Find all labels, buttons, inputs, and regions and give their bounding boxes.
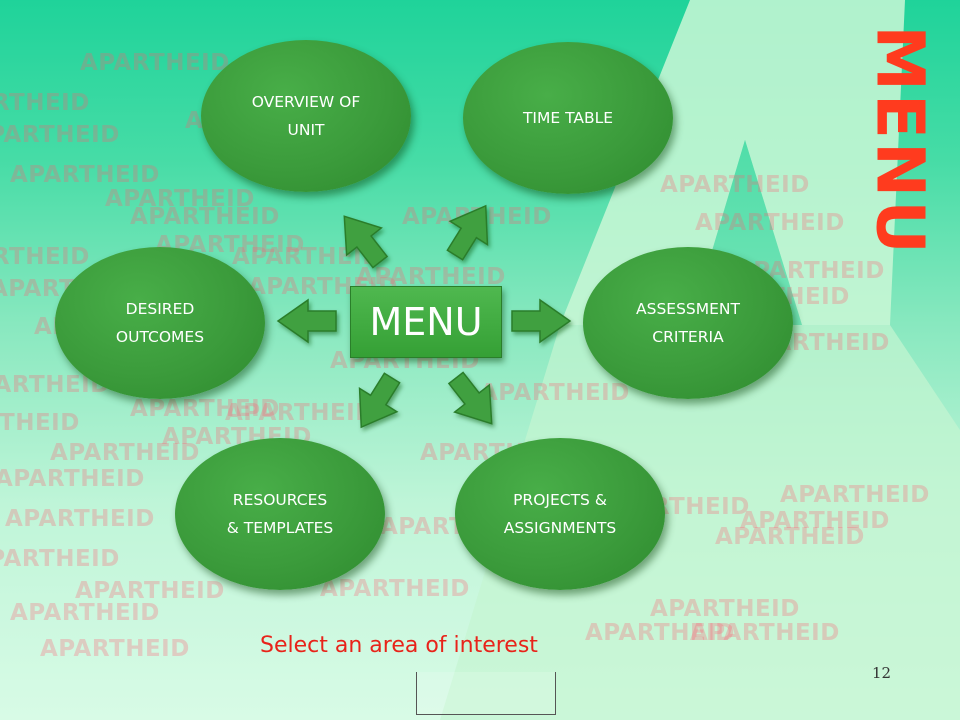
watermark: APARTHEID: [0, 466, 145, 492]
watermark: APARTHEID: [480, 380, 630, 406]
resources-templates-button[interactable]: RESOURCES & TEMPLATES: [175, 438, 385, 590]
arrow-to-assessment: [511, 298, 572, 344]
projects-assignments-label: PROJECTS & ASSIGNMENTS: [503, 491, 617, 537]
assessment-criteria-label: ASSESSMENT CRITERIA: [636, 300, 740, 346]
arrow-to-desired: [276, 298, 337, 344]
watermark: APARTHEID: [0, 90, 90, 116]
watermark: APARTHEID: [780, 482, 930, 508]
watermark: APARTHEID: [130, 204, 280, 230]
watermark: APARTHEID: [5, 506, 155, 532]
watermark: APARTHEID: [695, 210, 845, 236]
arrow-to-resources: [358, 372, 401, 429]
center-menu-label: MENU: [369, 300, 483, 344]
watermark: APARTHEID: [0, 122, 120, 148]
watermark: APARTHEID: [356, 264, 506, 290]
arrow-to-projects: [447, 371, 493, 425]
arrow-to-overview: [343, 215, 389, 269]
watermark: APARTHEID: [10, 600, 160, 626]
desired-outcomes-label: DESIRED OUTCOMES: [115, 300, 205, 346]
side-title-text: MENU: [861, 25, 939, 257]
watermark: APARTHEID: [75, 578, 225, 604]
side-title: MENU: [848, 25, 952, 257]
center-menu-button[interactable]: MENU: [350, 286, 502, 358]
watermark: APARTHEID: [80, 50, 230, 76]
time-table-button[interactable]: TIME TABLE: [463, 42, 673, 194]
watermark: APARTHEID: [690, 620, 840, 646]
assessment-criteria-button[interactable]: ASSESSMENT CRITERIA: [583, 247, 793, 399]
watermark: APARTHEID: [225, 400, 375, 426]
time-table-label: TIME TABLE: [522, 109, 614, 127]
watermark: APARTHEID: [715, 524, 865, 550]
resources-templates-label: RESOURCES & TEMPLATES: [226, 491, 334, 537]
watermark: APARTHEID: [740, 508, 890, 534]
projects-assignments-button[interactable]: PROJECTS & ASSIGNMENTS: [455, 438, 665, 590]
watermark: APARTHEID: [0, 546, 120, 572]
desired-outcomes-button[interactable]: DESIRED OUTCOMES: [55, 247, 265, 399]
select-prompt: Select an area of interest: [260, 633, 538, 658]
overview-of-unit-button[interactable]: OVERVIEW OF UNIT: [201, 40, 411, 192]
watermark: APARTHEID: [585, 620, 735, 646]
page-number: 12: [872, 664, 892, 682]
watermark: APARTHEID: [320, 576, 470, 602]
watermark: APARTHEID: [0, 244, 90, 270]
empty-frame: [416, 672, 556, 715]
arrow-to-timetable: [446, 204, 489, 261]
overview-of-unit-label: OVERVIEW OF UNIT: [251, 93, 361, 139]
watermark: APARTHEID: [10, 162, 160, 188]
watermark: APARTHEID: [105, 186, 255, 212]
watermark: APARTHEID: [660, 172, 810, 198]
watermark: APARTHEID: [40, 636, 190, 662]
watermark: APARTHEID: [50, 440, 200, 466]
watermark: APARTHEID: [0, 410, 80, 436]
watermark: APARTHEID: [130, 396, 280, 422]
watermark: APARTHEID: [650, 596, 800, 622]
